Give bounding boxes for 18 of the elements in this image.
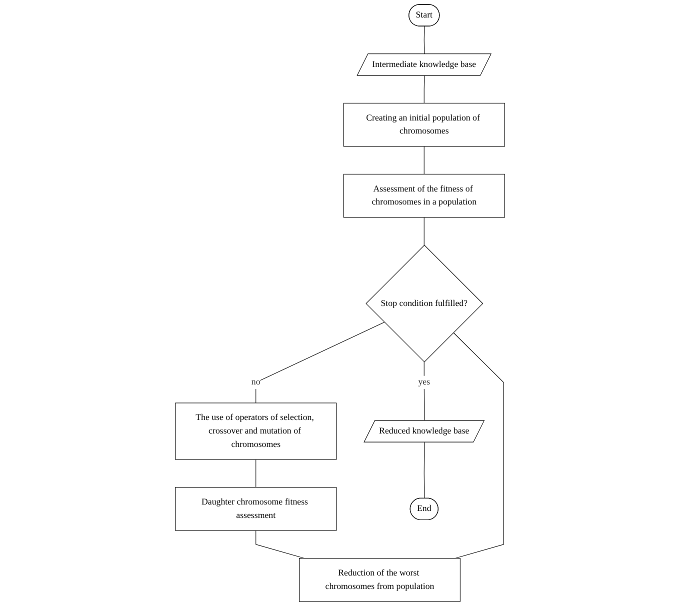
- connector: [255, 322, 384, 404]
- node-box: Daughter chromosome fitness assessment: [174, 487, 336, 531]
- connector: [423, 75, 424, 104]
- node-box: The use of operators of selection, crossover and mutation of chromosomes: [174, 402, 336, 460]
- connector: [423, 217, 424, 246]
- connector: [255, 459, 256, 488]
- connector: [423, 146, 424, 174]
- connector: [452, 332, 504, 559]
- edge-label: yes: [418, 377, 430, 387]
- node-box: Creating an initial population of chromosomes: [342, 102, 504, 147]
- edge-label: no: [250, 377, 260, 387]
- connector: [423, 442, 424, 499]
- node-diamond: Stop condition fulfilled?: [365, 244, 483, 362]
- connector: [423, 362, 424, 421]
- node-box: Reduction of the worst chromosomes from population: [298, 558, 460, 602]
- connector: [255, 530, 304, 559]
- connector: [423, 26, 424, 54]
- node-box: Assessment of the fitness of chromosomes in a population: [342, 174, 504, 218]
